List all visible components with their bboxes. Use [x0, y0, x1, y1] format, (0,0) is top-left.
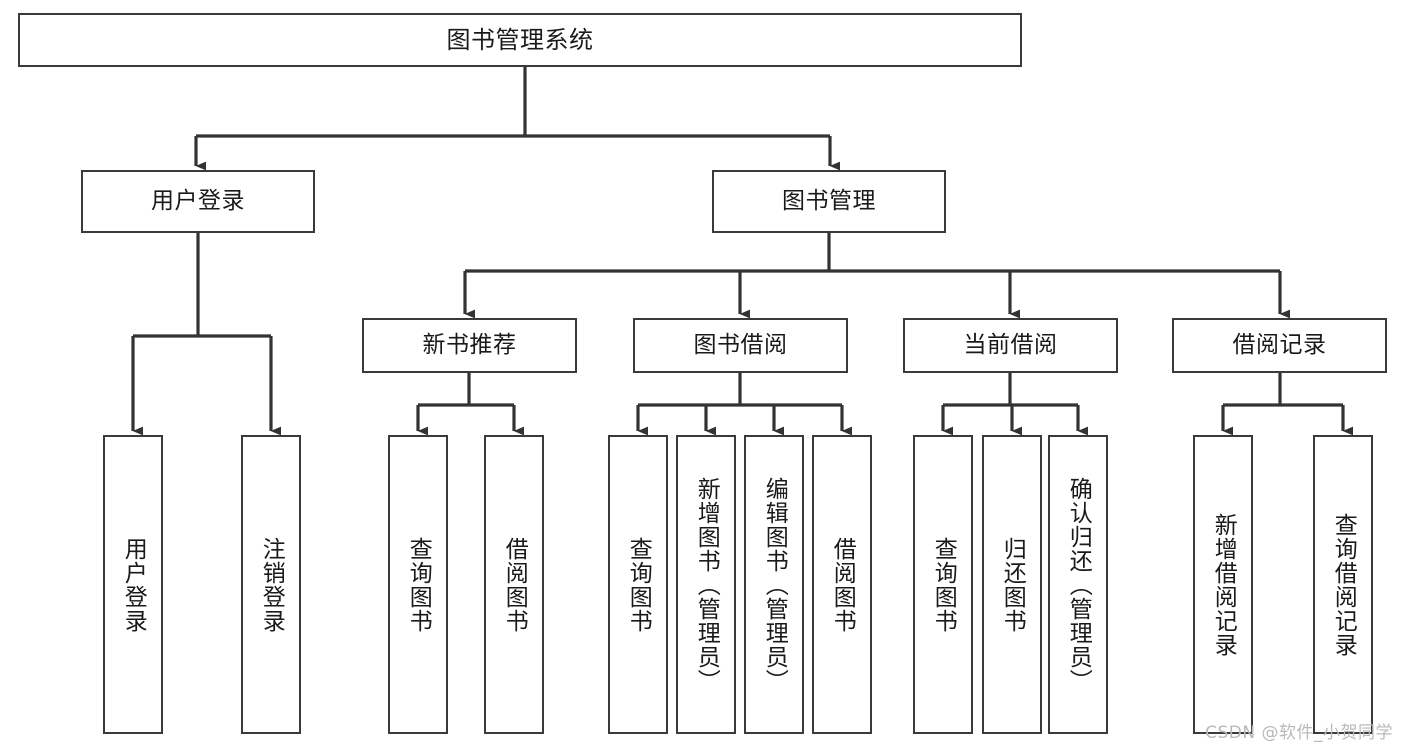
node-label: 图书借阅 [693, 331, 788, 358]
csdn-watermark: CSDN @软件_小贺同学 [1205, 723, 1393, 743]
node-label: 新增借阅记录 [1210, 512, 1237, 657]
leaf-book-borrow-borrow[interactable]: 借阅图书 [812, 435, 872, 734]
node-label: 当前借阅 [963, 331, 1058, 358]
node-label: 用户登录 [151, 187, 245, 214]
node-current-borrow[interactable]: 当前借阅 [903, 318, 1118, 373]
node-label: 图书管理 [782, 187, 876, 214]
leaf-current-borrow-confirm-return[interactable]: 确认归还（管理员） [1048, 435, 1108, 734]
node-label: 查询借阅记录 [1330, 512, 1357, 657]
leaf-new-book-query[interactable]: 查询图书 [388, 435, 448, 734]
leaf-new-book-borrow[interactable]: 借阅图书 [484, 435, 544, 734]
node-label: 确认归还（管理员） [1065, 476, 1092, 693]
node-label: 借阅记录 [1232, 331, 1327, 358]
leaf-current-borrow-query[interactable]: 查询图书 [913, 435, 973, 734]
node-book-management[interactable]: 图书管理 [712, 170, 946, 233]
node-label: 查询图书 [625, 536, 652, 633]
node-label: 图书管理系统 [446, 25, 594, 54]
node-borrow-record[interactable]: 借阅记录 [1172, 318, 1387, 373]
node-label: 新书推荐 [422, 331, 517, 358]
leaf-borrow-record-query[interactable]: 查询借阅记录 [1313, 435, 1373, 734]
node-new-book-recommend[interactable]: 新书推荐 [362, 318, 577, 373]
node-label: 注销登录 [258, 536, 285, 633]
node-label: 查询图书 [930, 536, 957, 633]
leaf-user-login-logout[interactable]: 注销登录 [241, 435, 301, 734]
node-label: 用户登录 [120, 536, 147, 633]
node-label: 借阅图书 [829, 536, 856, 633]
leaf-book-borrow-edit[interactable]: 编辑图书（管理员） [744, 435, 804, 734]
leaf-borrow-record-add[interactable]: 新增借阅记录 [1193, 435, 1253, 734]
node-label: 归还图书 [999, 536, 1026, 633]
node-user-login[interactable]: 用户登录 [81, 170, 315, 233]
node-book-management-system[interactable]: 图书管理系统 [18, 13, 1022, 67]
leaf-book-borrow-query[interactable]: 查询图书 [608, 435, 668, 734]
node-label: 借阅图书 [501, 536, 528, 633]
node-label: 编辑图书（管理员） [761, 476, 788, 693]
node-book-borrow[interactable]: 图书借阅 [633, 318, 848, 373]
leaf-user-login-login[interactable]: 用户登录 [103, 435, 163, 734]
leaf-book-borrow-add[interactable]: 新增图书（管理员） [676, 435, 736, 734]
node-label: 新增图书（管理员） [693, 476, 720, 693]
node-label: 查询图书 [405, 536, 432, 633]
leaf-current-borrow-return[interactable]: 归还图书 [982, 435, 1042, 734]
